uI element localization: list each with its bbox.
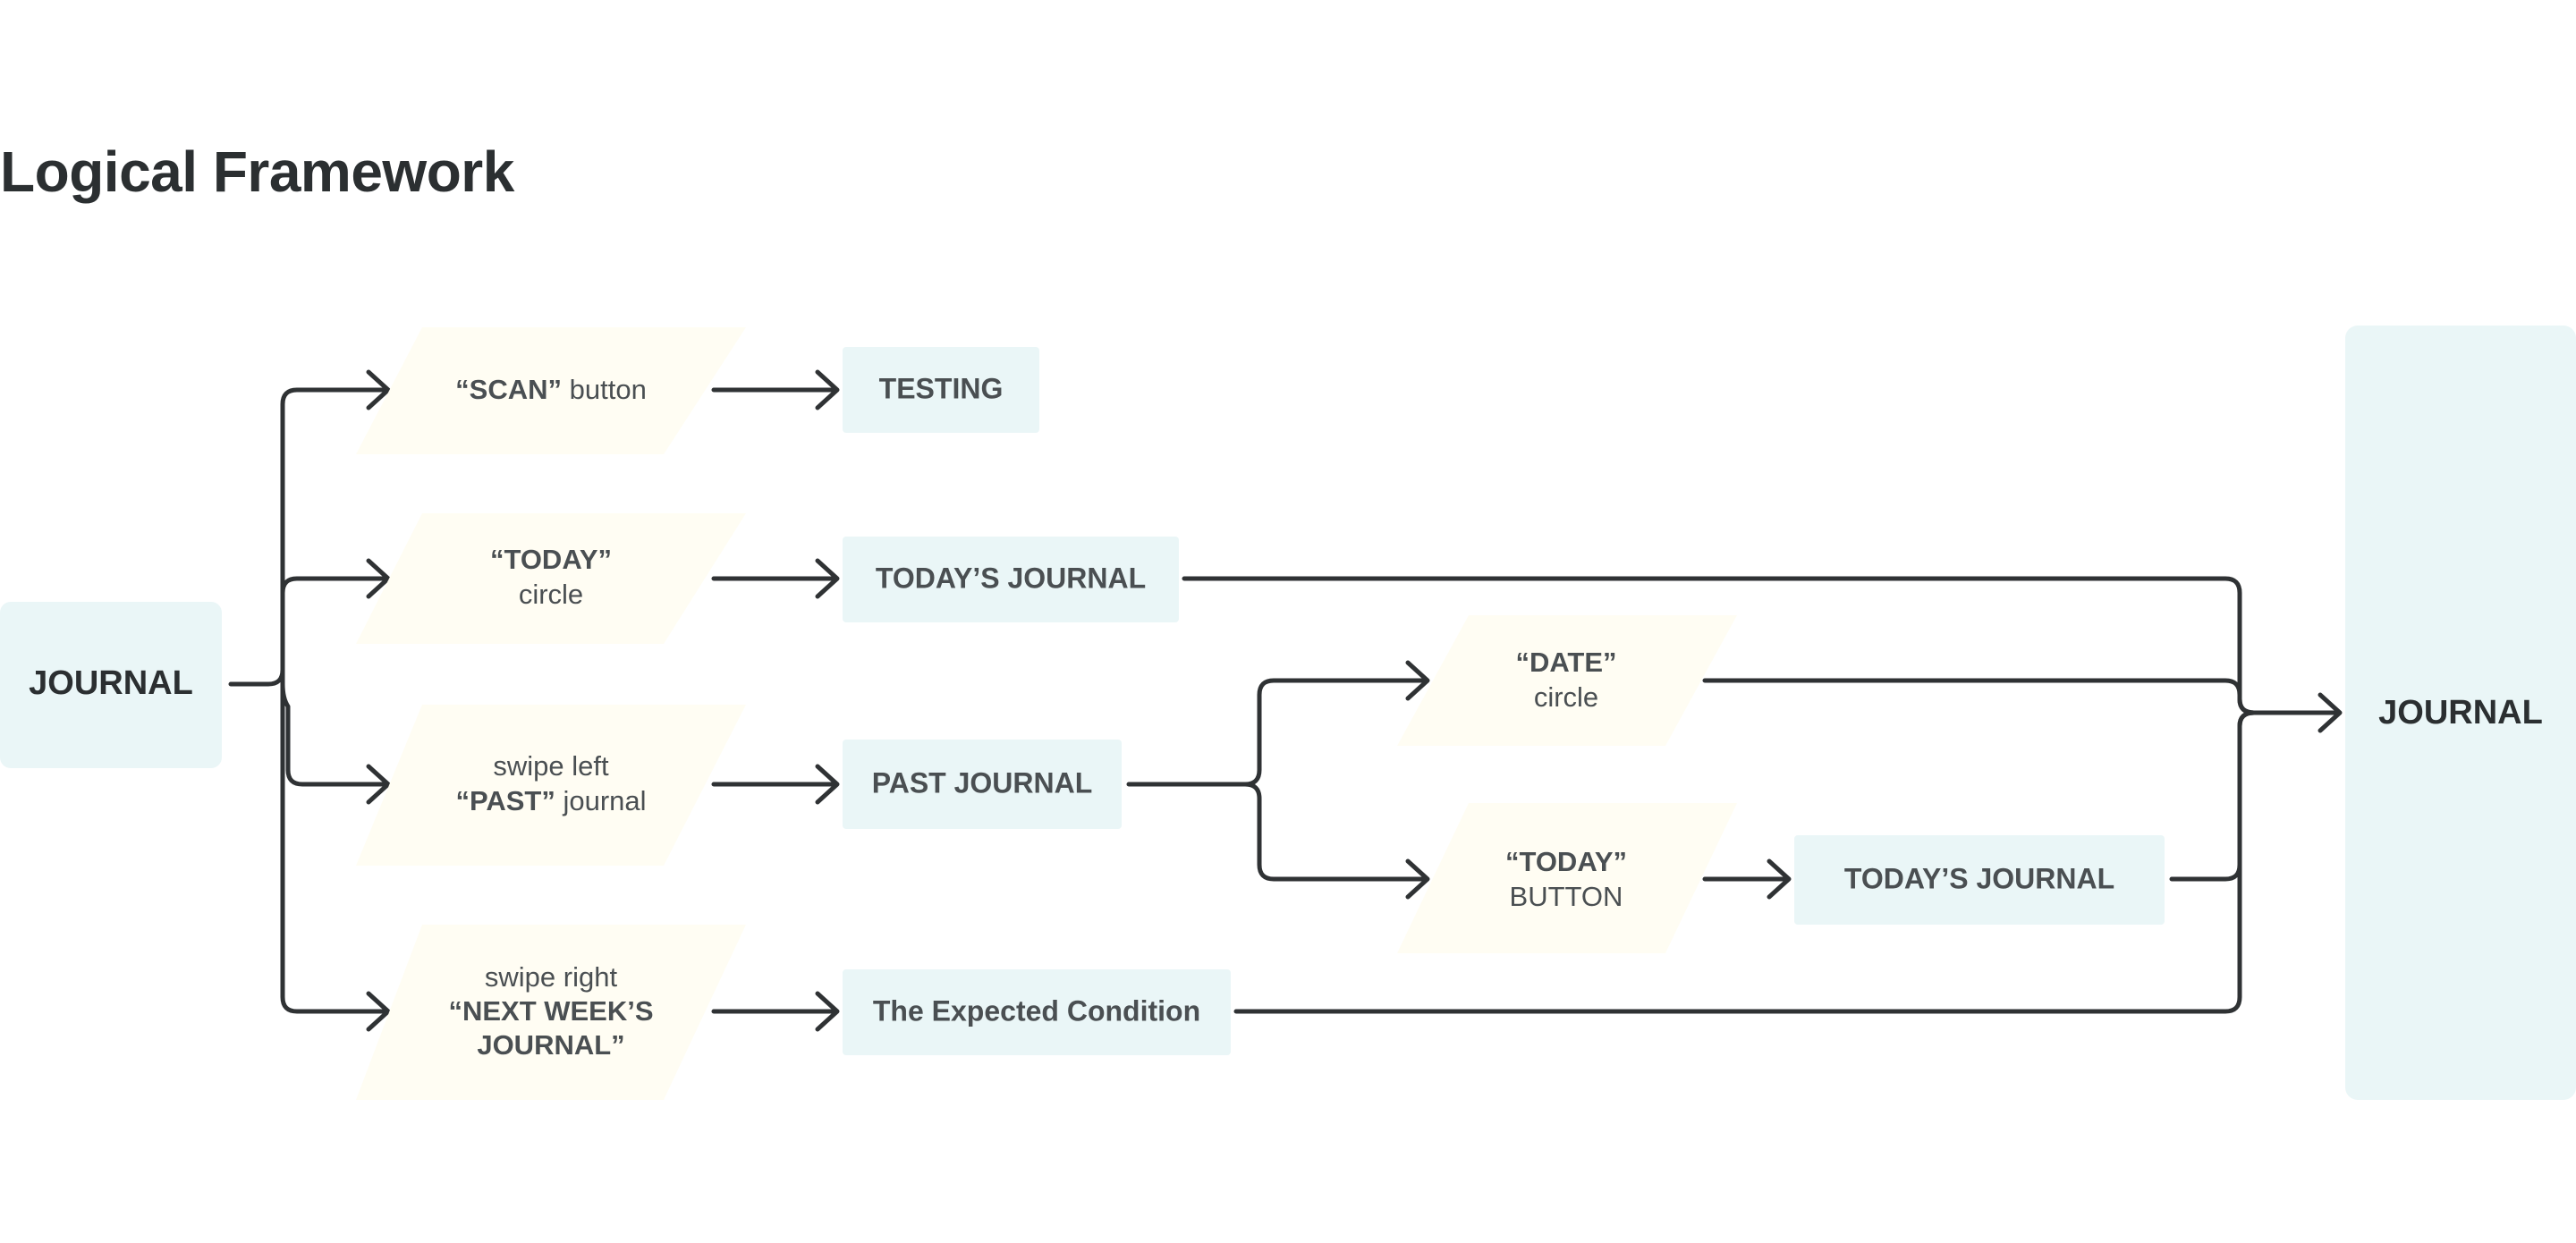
node-label-1: “DATE” (1515, 647, 1616, 678)
edge-merge-to-journal (2251, 692, 2343, 733)
node-journal-start: JOURNAL (0, 602, 222, 768)
edge-date-merge (1702, 678, 2257, 715)
edge-past-to-today-button (1242, 782, 1430, 900)
node-label: The Expected Condition (873, 994, 1200, 1027)
label-bold: “PAST” (455, 785, 555, 816)
node-today-circle: “TODAY” circle (356, 513, 746, 644)
node-label-2: “PAST” journal (455, 785, 646, 816)
node-todays-journal: TODAY’S JOURNAL (843, 537, 1179, 622)
node-label-1: “TODAY” (490, 544, 612, 575)
node-box (2345, 326, 2576, 1100)
node-swipe-left: swipe left “PAST” journal (356, 705, 746, 866)
node-label: JOURNAL (2378, 694, 2543, 731)
arrowhead-swipe-left (366, 764, 391, 805)
node-box (843, 537, 1179, 622)
label-bold: “TODAY” (490, 544, 612, 575)
node-label-1: “TODAY” (1505, 846, 1627, 877)
label-bold: JOURNAL” (477, 1029, 624, 1061)
node-label: PAST JOURNAL (872, 766, 1093, 799)
node-label: TESTING (879, 372, 1004, 404)
node-box (0, 602, 222, 768)
edge-today-button-todays-journal (1702, 858, 1792, 900)
node-expected-condition: The Expected Condition (843, 969, 1231, 1055)
node-shape (1397, 615, 1737, 746)
node-label: JOURNAL (29, 664, 193, 702)
edge-swipe-left-past (711, 764, 840, 805)
page-title: Logical Framework (0, 140, 514, 204)
node-label-2: circle (519, 579, 583, 610)
edge-today-todays-journal (711, 558, 840, 599)
node-label-1: swipe right (485, 961, 618, 993)
node-box (843, 969, 1231, 1055)
edge-trunk-swipe-right (280, 681, 389, 1014)
node-label-2: BUTTON (1510, 881, 1623, 912)
label-bold: “TODAY” (1505, 846, 1627, 877)
node-shape (356, 705, 746, 866)
label-rest: button (562, 374, 647, 405)
node-swipe-right: swipe right “NEXT WEEK’S JOURNAL” (356, 925, 746, 1100)
label-bold: “DATE” (1515, 647, 1616, 678)
edge-expected-merge (1233, 710, 2257, 1014)
node-today-button: “TODAY” BUTTON (1397, 803, 1737, 953)
node-shape (356, 327, 746, 454)
node-box (843, 347, 1039, 433)
edges (228, 369, 2343, 1032)
node-label-2: circle (1534, 681, 1598, 713)
node-label: TODAY’S JOURNAL (1844, 862, 2114, 894)
node-past-journal: PAST JOURNAL (843, 740, 1122, 829)
arrowhead-today (366, 558, 391, 599)
arrowhead-scan (366, 369, 391, 410)
node-box (843, 740, 1122, 829)
node-shape (1397, 803, 1737, 953)
edge-scan-testing (711, 369, 840, 410)
node-journal-end: JOURNAL (2345, 326, 2576, 1100)
edge-past-to-date (1126, 660, 1430, 787)
edge-journal-trunk (228, 387, 389, 687)
arrowhead-swipe-right (366, 991, 391, 1032)
edge-trunk-today (280, 576, 389, 687)
node-shape (356, 925, 746, 1100)
edge-swipe-right-expected (711, 991, 840, 1032)
node-testing: TESTING (843, 347, 1039, 433)
label-rest: journal (555, 785, 647, 816)
node-label-1: swipe left (493, 750, 609, 782)
label-bold: “NEXT WEEK’S (448, 995, 653, 1027)
node-label-2: “NEXT WEEK’S (448, 995, 653, 1027)
node-todays-journal-2: TODAY’S JOURNAL (1794, 835, 2165, 925)
label-bold: “SCAN” (455, 374, 562, 405)
node-label-3: JOURNAL” (477, 1029, 624, 1061)
node-date-circle: “DATE” circle (1397, 615, 1737, 746)
node-box (1794, 835, 2165, 925)
node-label: TODAY’S JOURNAL (876, 562, 1146, 594)
node-scan-button: “SCAN” button (356, 327, 746, 454)
node-shape (356, 513, 746, 644)
node-label: “SCAN” button (455, 374, 647, 405)
